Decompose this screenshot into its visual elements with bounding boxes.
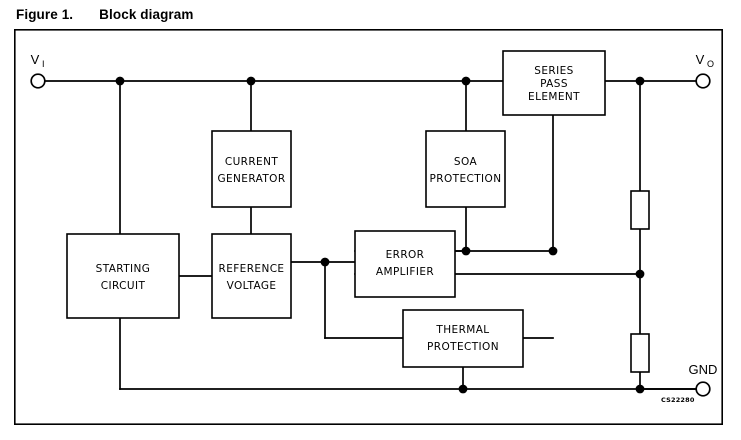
thermal-protection-box[interactable]: [402, 309, 524, 368]
output-terminal-sublabel: O: [707, 59, 714, 69]
junction-soa-control: [461, 246, 471, 256]
junction-vi-soa: [461, 76, 471, 86]
starting-circuit-label-line2: CIRCUIT: [101, 280, 146, 292]
junction-thermal-gnd: [458, 384, 468, 394]
series-pass-element-label-line1: SERIES: [534, 65, 573, 77]
block-series-pass-element[interactable]: SERIES PASS ELEMENT: [502, 50, 606, 116]
reference-voltage-label-line1: REFERENCE: [219, 263, 285, 275]
reference-voltage-box[interactable]: [211, 233, 292, 319]
divider-resistor-lower: [630, 333, 650, 373]
current-generator-label-line2: GENERATOR: [217, 173, 285, 185]
block-current-generator[interactable]: CURRENT GENERATOR: [211, 130, 292, 208]
figure-number: Figure 1.: [16, 7, 74, 22]
divider-resistor-upper: [630, 190, 650, 230]
block-thermal-protection[interactable]: THERMAL PROTECTION: [402, 309, 524, 368]
output-terminal-circle[interactable]: [695, 73, 711, 89]
junction-divider-gnd: [635, 384, 645, 394]
error-amplifier-label-line2: AMPLIFIER: [376, 266, 434, 278]
series-pass-element-label-line3: ELEMENT: [528, 91, 580, 103]
figure-caption: Figure 1. Block diagram: [16, 7, 194, 22]
block-diagram: SERIES PASS ELEMENT CURRENT GENERATOR SO…: [14, 29, 723, 425]
current-generator-box[interactable]: [211, 130, 292, 208]
junction-vi-current-gen: [246, 76, 256, 86]
input-terminal-label: V: [31, 52, 40, 67]
ground-terminal-label: GND: [689, 362, 718, 377]
thermal-protection-label-line2: PROTECTION: [427, 341, 499, 353]
reference-voltage-label-line2: VOLTAGE: [227, 280, 277, 292]
block-starting-circuit[interactable]: STARTING CIRCUIT: [66, 233, 180, 319]
drawing-code-label: CS22280: [661, 396, 695, 404]
terminal-output[interactable]: V O: [695, 52, 714, 89]
input-terminal-circle[interactable]: [30, 73, 46, 89]
junction-vi-starting: [115, 76, 125, 86]
starting-circuit-box[interactable]: [66, 233, 180, 319]
soa-protection-label-line1: SOA: [454, 156, 478, 168]
series-pass-element-label-line2: PASS: [540, 78, 568, 90]
block-error-amplifier[interactable]: ERROR AMPLIFIER: [354, 230, 456, 298]
diagram-border: [14, 29, 723, 425]
block-reference-voltage[interactable]: REFERENCE VOLTAGE: [211, 233, 292, 319]
junction-reference-error-amp: [320, 257, 330, 267]
error-amplifier-label-line1: ERROR: [386, 249, 425, 261]
soa-protection-label-line2: PROTECTION: [430, 173, 502, 185]
terminal-input[interactable]: V I: [30, 52, 46, 89]
junction-series-pass-control: [548, 246, 558, 256]
figure-title: Block diagram: [99, 7, 194, 22]
output-terminal-label: V: [696, 52, 705, 67]
junction-vo-divider: [635, 76, 645, 86]
soa-protection-box[interactable]: [425, 130, 506, 208]
starting-circuit-label-line1: STARTING: [96, 263, 151, 275]
input-terminal-sublabel: I: [42, 59, 45, 69]
junction-divider-tap: [635, 269, 645, 279]
error-amplifier-box[interactable]: [354, 230, 456, 298]
thermal-protection-label-line1: THERMAL: [435, 324, 489, 336]
ground-terminal-circle[interactable]: [695, 381, 711, 397]
current-generator-label-line1: CURRENT: [225, 156, 278, 168]
block-soa-protection[interactable]: SOA PROTECTION: [425, 130, 506, 208]
series-pass-element-box[interactable]: [502, 50, 606, 116]
terminal-ground[interactable]: GND: [689, 362, 718, 397]
